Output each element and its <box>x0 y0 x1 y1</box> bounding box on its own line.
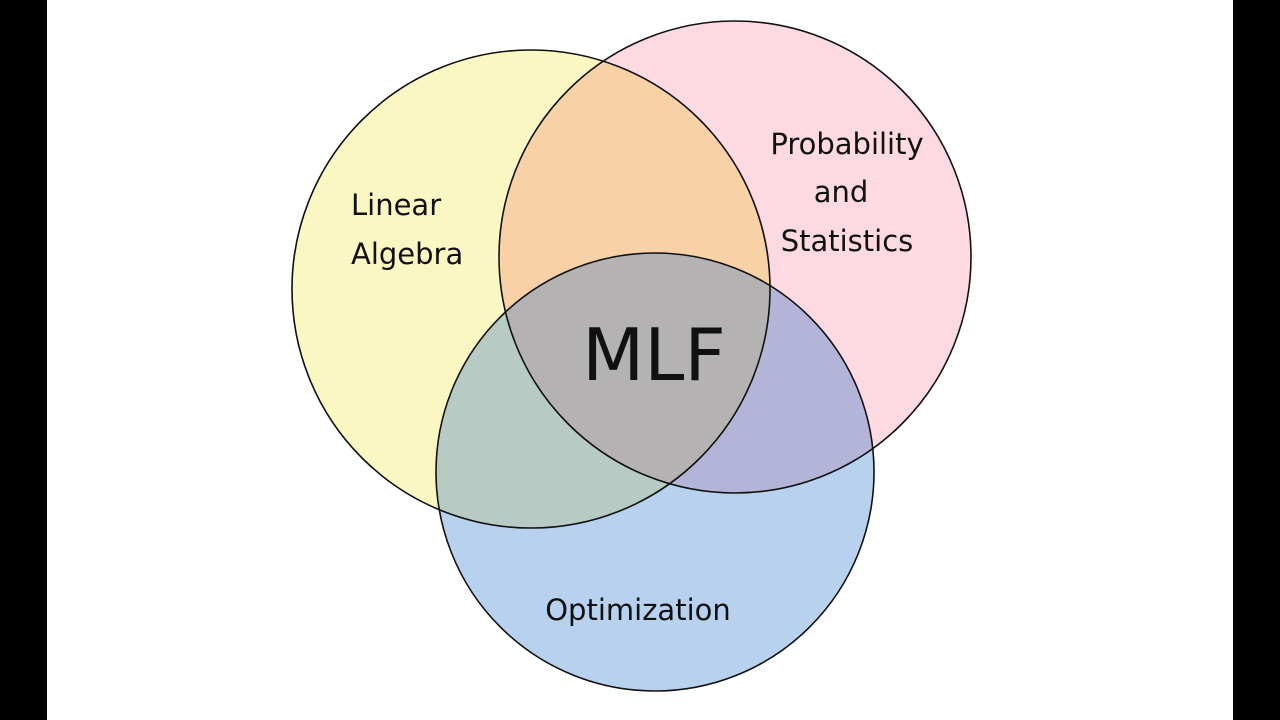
probability-statistics-outline <box>498 20 972 494</box>
linear-algebra-label-line-2: Algebra <box>351 237 463 271</box>
mlf-label: MLF <box>582 313 726 397</box>
optimization-label: Optimization <box>545 593 731 627</box>
probability-label-line-2: and <box>814 175 869 209</box>
probability-label-line-3: Statistics <box>781 224 914 258</box>
linear-algebra-outline <box>291 49 771 529</box>
linear-algebra-label-line-1: Linear <box>351 188 441 222</box>
probability-label-line-1: Probability <box>770 127 923 161</box>
optimization-outline <box>435 252 875 692</box>
